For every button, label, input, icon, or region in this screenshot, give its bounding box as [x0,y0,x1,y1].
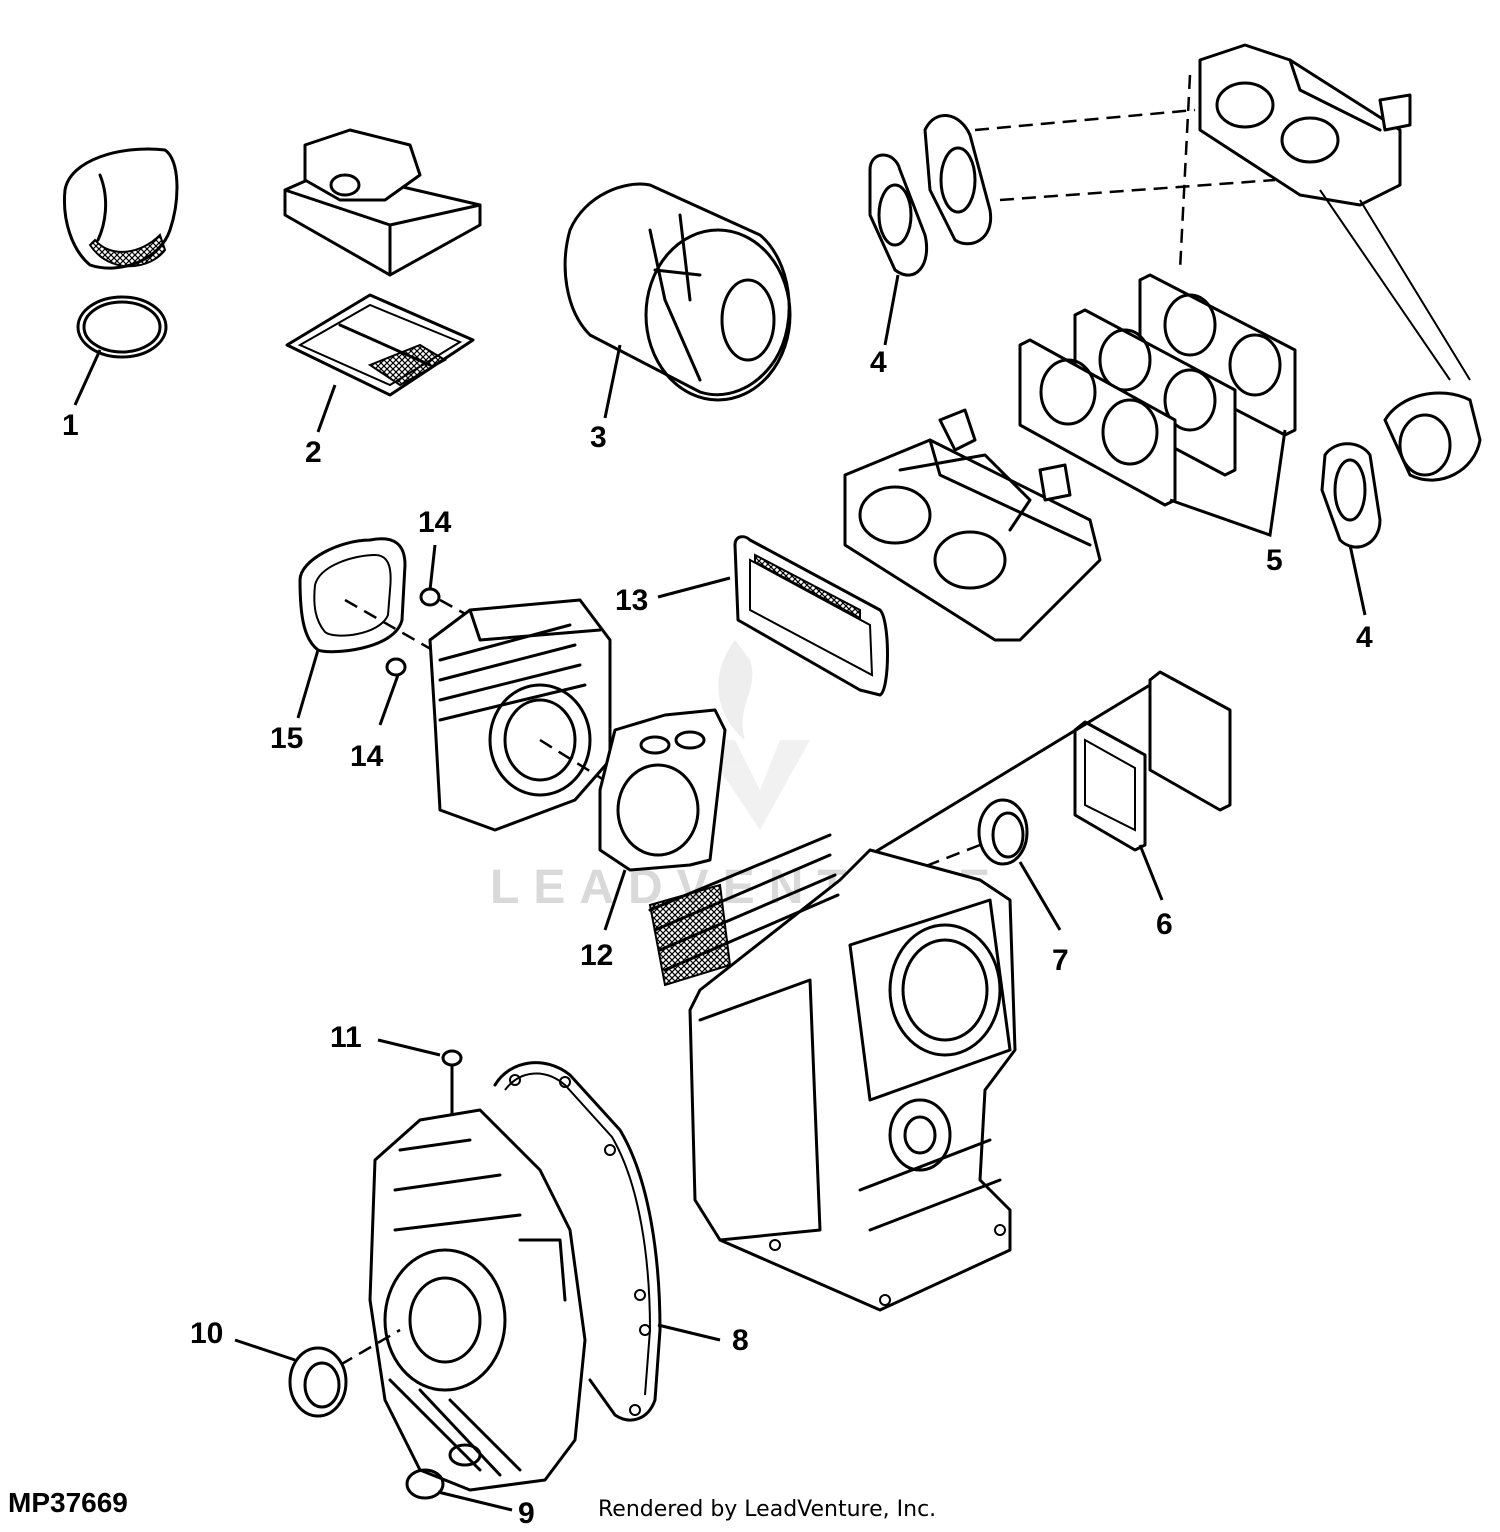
leader-1 [73,349,102,406]
leader-7 [1018,861,1062,931]
leader-13 [657,576,731,599]
leader-6 [1138,844,1164,901]
callout-15: 15 [270,722,303,755]
part-5-gasket-set [1018,273,1297,507]
callout-14a: 14 [418,506,452,539]
part-2-breather-assembly [283,128,482,397]
leader-2 [316,384,337,433]
leader-10 [234,1338,296,1362]
callout-4b: 4 [1356,621,1373,654]
part-1-oil-fill-cap [62,147,179,359]
leader-14b [378,674,400,726]
callout-8: 8 [732,1324,749,1357]
leader-5 [1169,429,1287,538]
leader-4b [1348,544,1367,616]
callout-13: 13 [615,584,648,617]
part-4-intake-gasket-left [868,113,993,277]
callout-4a: 4 [870,346,887,379]
part-14-plug-upper [419,587,441,607]
callout-3: 3 [590,421,607,454]
part-12-head-gasket [598,708,727,872]
part-10-oil-seal [288,1346,348,1418]
callout-2: 2 [305,436,322,469]
dash-line-manifold-vertical [1178,74,1192,271]
part-9-o-ring [405,1468,445,1500]
dash-line-manifold-top [974,108,1196,132]
dash-line-plug-upper [439,598,481,624]
part-13-valve-cover-gasket [733,535,889,697]
part-4-intake-gasket-right [1320,442,1382,549]
part-15-rocker-gasket [298,537,407,654]
dash-line-cover-seal [339,1328,401,1367]
part-6-side-cover [1073,670,1232,852]
callout-9: 9 [518,1497,535,1530]
crankcase-cover [368,1108,587,1492]
part-7-oil-seal [977,798,1029,866]
callout-11: 11 [330,1021,362,1054]
part-14-plug-lower [385,657,407,677]
watermark-logo [700,640,810,830]
leader-11 [377,1038,441,1057]
figure-id: MP37669 [8,1487,128,1518]
part-11-screw [441,1049,463,1122]
leader-15 [296,649,320,719]
render-credit: Rendered by LeadVenture, Inc. [598,1497,936,1522]
line-cover-to-block [869,683,1151,857]
part-3-oil-filter [563,182,792,402]
callout-10: 10 [190,1317,223,1350]
cylinder-head-right [843,408,1102,642]
leader-3 [603,344,622,419]
callout-14b: 14 [350,740,384,773]
engine-crankcase-block [648,833,1017,1312]
cylinder-head-left [428,598,612,832]
callout-12: 12 [580,939,613,972]
leader-8 [657,1323,721,1342]
callout-6: 6 [1156,908,1173,941]
intake-manifold [1198,43,1482,482]
leader-9 [437,1490,513,1512]
callout-5: 5 [1266,544,1283,577]
callout-1: 1 [62,409,79,442]
dash-line-seal [889,843,981,882]
leader-4a [883,274,900,346]
leader-12 [603,869,627,931]
callout-7: 7 [1052,944,1069,977]
dash-line-manifold-mid [999,178,1276,202]
leader-14a [428,544,437,591]
part-8-cover-gasket [493,1061,662,1422]
